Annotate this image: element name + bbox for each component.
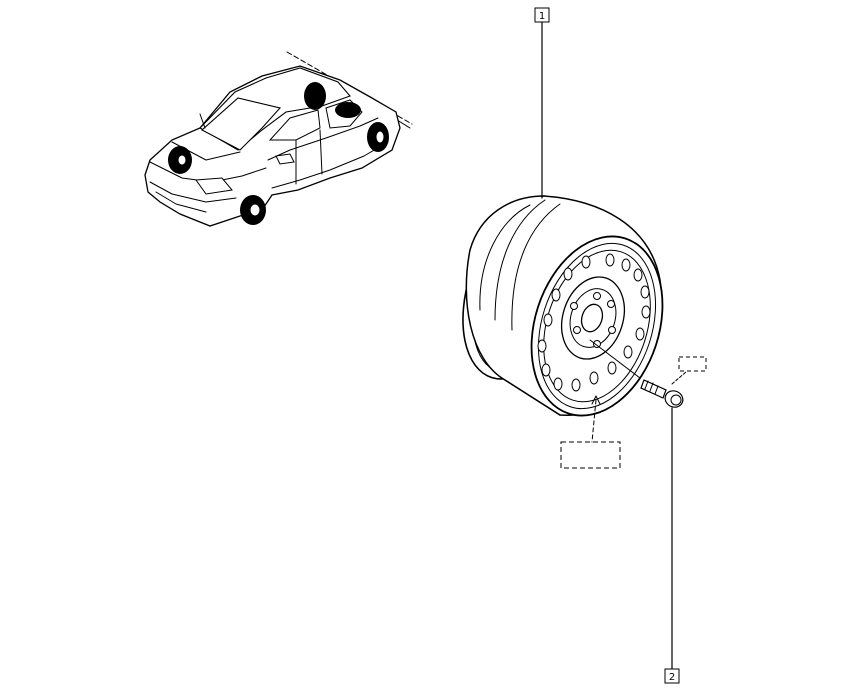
spare-tire-icon	[335, 102, 361, 118]
callout-1-label: 1	[539, 11, 545, 22]
reference-boxes	[560, 356, 707, 469]
rear-left-tire-icon	[304, 82, 326, 110]
callout-2-label: 2	[669, 672, 675, 683]
ventilation-holes	[537, 253, 651, 392]
callout-1: 1	[534, 7, 550, 199]
wheel-bolt	[589, 339, 684, 408]
vehicle-overview	[144, 51, 413, 227]
dashed-reference-box	[560, 441, 621, 469]
callout-2: 2	[664, 407, 680, 684]
steel-wheel	[462, 195, 664, 417]
dashed-reference-box	[678, 356, 707, 372]
